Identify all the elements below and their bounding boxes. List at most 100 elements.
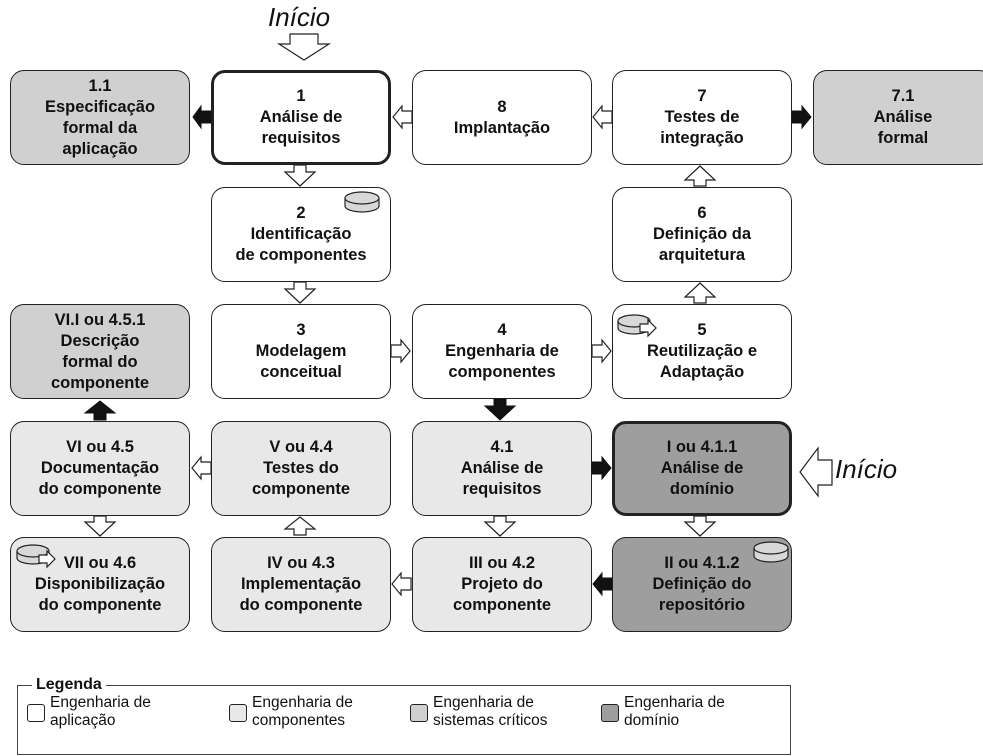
box-text-line: integração [660,129,744,147]
arrow-7-to-8-icon [592,104,613,130]
box-text-line: repositório [658,596,746,614]
box-text-line: Implantação [453,118,551,137]
box-text-line: do componente [38,480,162,498]
box-text-line: Engenharia de [445,342,559,360]
box-text-line: 8 [497,97,507,116]
box-text-line: Adaptação [659,363,745,381]
box-text-line: do componente [239,596,363,614]
box-text-line: Descrição [60,331,140,350]
box-text-line: 3 [296,321,306,339]
box-text-line: arquitetura [658,246,746,264]
repository-icon [344,191,380,213]
legend-swatch-aplicacao [27,704,45,722]
box-text-line: formal do [62,352,138,371]
arrow-I-to-II-icon [683,515,717,537]
box-text-line: componente [452,596,552,614]
box-text-line: componentes [448,363,556,381]
box-text-line: aplicação [62,139,138,158]
box-text-line: Reutilização e [646,342,758,360]
box-text-line: Modelagem [255,342,347,360]
box-text-line: componente [251,480,351,498]
box-text-line: 1 [296,87,306,105]
box-text-line: 1.1 [88,76,112,95]
start-arrow-down-icon [276,33,332,61]
legend-swatch-componentes [229,704,247,722]
box-text-line: requisitos [462,480,542,498]
box-text-line: Projeto do [461,575,543,593]
box-text-line: II ou 4.1.2 [664,554,740,572]
box-text-line: Disponibilização [34,575,166,593]
arrow-4-to-4-1-icon [483,398,517,421]
box-text-line: 2 [296,204,306,222]
legend-item-dominio: Engenharia de domínio [601,694,725,730]
arrow-8-to-1-icon [392,104,413,130]
box-text-line: Definição da [652,225,752,243]
legend: Legenda Engenharia de aplicação Engenhar… [17,676,791,755]
repository-publish-icon [16,544,56,569]
box-text-line: formal [877,129,929,147]
box-text-line: 4.1 [490,438,514,456]
box-text-line: VI.I ou 4.5.1 [54,310,146,329]
box-text-line: VII ou 4.6 [63,554,137,572]
arrow-1-to-2-icon [283,164,317,187]
box-text-line: Análise de [460,459,544,477]
box-text-line: componente [50,373,150,392]
box-text-line: 7.1 [891,87,915,105]
box-text-line: VI ou 4.5 [66,438,134,456]
box-text-line: Definição do [652,575,752,593]
box-text-line: domínio [669,480,735,498]
arrow-VI-to-VI-I-icon [83,400,117,421]
legend-item-componentes: Engenharia de componentes [229,694,353,730]
box-text-line: Análise [873,108,933,126]
legend-swatch-sistemas-criticos [410,704,428,722]
arrow-IV-to-V-icon [283,516,317,536]
box-text-line: de componentes [235,246,367,264]
legend-item-aplicacao: Engenharia de aplicação [27,694,151,730]
arrow-V-to-VI-icon [191,455,212,481]
box-text-line: IV ou 4.3 [267,554,335,572]
arrow-2-to-3-icon [283,281,317,304]
arrow-VI-to-VII-icon [83,515,117,537]
box-text-line: Especificação [44,97,156,116]
box-text-line: 5 [697,321,707,339]
box-text-line: 4 [497,321,507,339]
box-text-line: requisitos [261,129,341,147]
legend-swatch-dominio [601,704,619,722]
legend-label-sistemas-criticos: Engenharia de sistemas críticos [433,694,548,729]
box-text-line: conceitual [260,363,342,381]
repository-icon [753,541,789,563]
box-text-line: V ou 4.4 [269,438,333,456]
arrow-4-to-5-icon [591,338,612,364]
box-text-line: 7 [697,87,707,105]
arrow-III-to-IV-icon [391,571,412,597]
legend-item-sistemas-criticos: Engenharia de sistemas críticos [410,694,548,730]
box-text-line: Documentação [40,459,160,477]
legend-label-dominio: Engenharia de domínio [624,694,725,729]
arrow-6-to-7-icon [683,165,717,187]
arrow-4-1-to-III-icon [483,515,517,537]
start-label-right: Início [835,454,898,484]
arrow-7-to-7-1-icon [791,104,812,130]
arrow-1-to-1-1-icon [192,104,212,130]
arrow-II-to-III-icon [592,571,613,597]
start-label-top: Início [268,2,331,32]
legend-title: Legenda [32,676,106,694]
box-text-line: 6 [697,204,707,222]
repository-reuse-icon [617,314,657,338]
box-text-line: I ou 4.1.1 [666,438,738,456]
box-text-line: Análise de [259,108,343,126]
box-text-line: Identificação [250,225,352,243]
